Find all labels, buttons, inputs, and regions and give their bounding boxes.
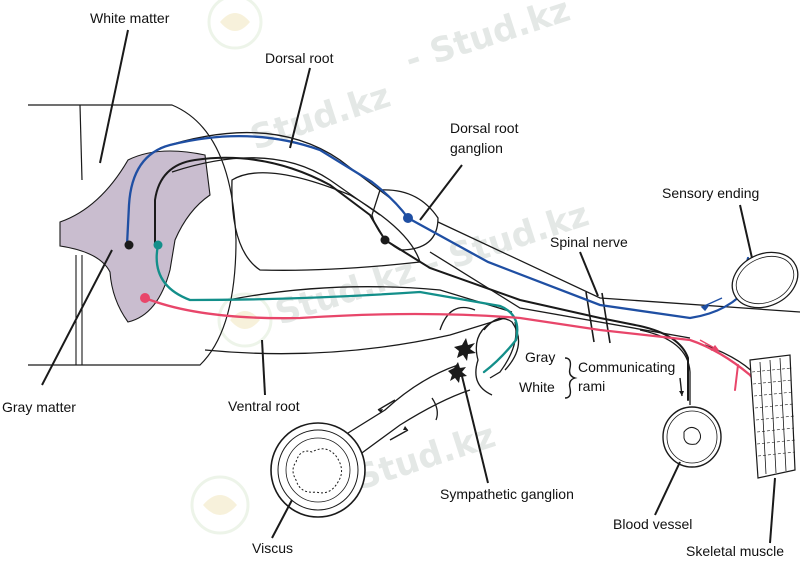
direction-arrows (377, 297, 723, 441)
spinal-nerve-outline-lower (429, 251, 691, 339)
sensory-receptor (731, 251, 799, 309)
leader-sensory-ending (739, 204, 753, 259)
dorsal-median-septum (79, 104, 83, 181)
gray-matter-region (59, 150, 211, 323)
sympathetic-chain-lower (431, 397, 438, 421)
label-white-ramus: White (519, 379, 555, 395)
label-sympathetic-ganglion: Sympathetic ganglion (440, 486, 574, 502)
skeletal-muscle-shape (749, 354, 796, 479)
label-dorsal-root: Dorsal root (265, 50, 334, 66)
label-ventral-root: Ventral root (228, 398, 300, 414)
leader-gray-matter (41, 249, 113, 386)
ventral-root-outline-lower (204, 317, 506, 355)
labels: White matter Dorsal root Dorsal root gan… (2, 10, 784, 559)
blood-vessel-shape (662, 406, 722, 468)
label-dorsal-root-ganglion-line2: ganglion (450, 140, 503, 156)
communicating-rami-outline (475, 317, 517, 396)
viscus-arrow-in (389, 429, 409, 441)
sympathetic-chain-upper (439, 306, 476, 331)
label-blood-vessel: Blood vessel (613, 516, 692, 532)
interneuron-soma-ganglion (380, 235, 390, 245)
spinal-cord-outline (28, 104, 237, 366)
ganglion-neuron-star-1 (454, 338, 476, 361)
leader-blood-vessel (654, 461, 681, 516)
motor-soma (140, 293, 150, 303)
leader-dorsal-root-ganglion (419, 164, 463, 221)
leader-white-matter (99, 29, 129, 164)
label-rami: rami (578, 378, 605, 394)
leader-spinal-nerve (579, 251, 599, 297)
dorsal-root-outline-lower (171, 157, 381, 216)
leader-dorsal-root (289, 67, 311, 149)
watermark-logo-top (207, 0, 263, 50)
ganglion-to-viscus-lower (354, 389, 471, 459)
label-communicating: Communicating (578, 359, 675, 375)
watermark-text-top: - Stud.kz (400, 0, 575, 81)
label-gray-ramus: Gray (525, 349, 555, 365)
ventral-root-outline-upper (227, 286, 513, 313)
spinal-cord-section (28, 104, 237, 366)
ganglion-to-viscus-upper (339, 364, 459, 439)
sensory-neuron-path (125, 134, 752, 320)
interneuron-path (154, 156, 689, 401)
preganglionic-soma (153, 240, 163, 250)
nerve-tract-outlines (159, 131, 800, 459)
label-viscus: Viscus (252, 540, 293, 556)
sensory-soma (403, 213, 413, 223)
label-white-matter: White matter (90, 10, 170, 26)
watermark-text-upper: Stud.kz (245, 76, 395, 159)
ganglion-neuron-star-2 (448, 362, 467, 383)
leader-sympathetic-ganglion (459, 367, 489, 484)
rami-brace (564, 357, 578, 399)
leader-ventral-root (261, 339, 266, 396)
spinal-nerve-outline-upper (437, 221, 800, 313)
label-gray-matter: Gray matter (2, 399, 76, 415)
vessel-branch (639, 329, 691, 405)
viscus-shape (270, 422, 366, 518)
preganglionic-neuron-path (155, 243, 519, 374)
label-sensory-ending: Sensory ending (662, 185, 759, 201)
label-spinal-nerve: Spinal nerve (550, 234, 628, 250)
leader-skeletal-muscle (769, 477, 776, 544)
label-dorsal-root-ganglion-line1: Dorsal root (450, 120, 519, 136)
viscus-arrow-out (377, 399, 396, 411)
leader-viscus (271, 499, 293, 539)
interneuron-soma-cord (124, 240, 134, 250)
leader-lines (41, 29, 776, 544)
sensory-arrow (701, 297, 723, 308)
watermark-logo-middle (217, 292, 273, 348)
cell-bodies (124, 213, 476, 383)
watermark-logo-bottom (190, 475, 250, 535)
label-skeletal-muscle: Skeletal muscle (686, 543, 784, 559)
gray-ramus-loop (483, 317, 520, 371)
